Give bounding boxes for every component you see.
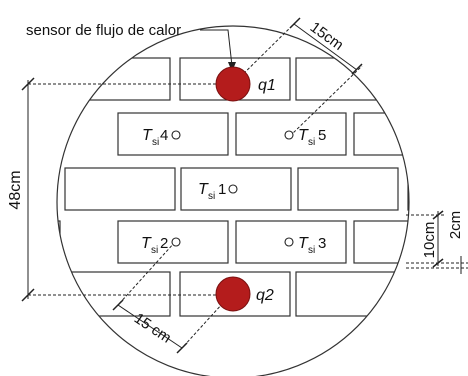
q1-label: q1: [258, 77, 276, 94]
q2-label: q2: [256, 287, 274, 304]
ts3-number: 3: [318, 235, 326, 252]
heat-flux-sensor-q1: [215, 66, 251, 102]
surface-temp-sensor-2: T si 2: [141, 235, 181, 256]
ts1-point: [228, 184, 238, 194]
ts4-number: 4: [160, 127, 168, 144]
dim-10cm-label: 10cm: [421, 222, 438, 259]
ts4-letter: T: [142, 127, 153, 144]
ts3-sub: si: [308, 245, 315, 256]
height-dimension: 48cm: [7, 77, 232, 302]
ts1-sub: si: [208, 191, 215, 202]
ts2-letter: T: [141, 235, 152, 252]
right-dimensions: 10cm 2cm: [406, 210, 468, 274]
surface-temp-sensor-1: T si 1: [198, 181, 238, 202]
ts4-point: [171, 130, 181, 140]
ts3-letter: T: [298, 235, 309, 252]
detail-circle: [56, 25, 410, 376]
heat-flux-sensor-q2: [215, 276, 251, 312]
ts5-point: [284, 130, 294, 140]
heat-flux-sensor-label: sensor de flujo de calor: [26, 22, 181, 39]
ts3-point: [284, 237, 294, 247]
dim-2cm-label: 2cm: [447, 211, 464, 239]
top-dimension-label: 15cm: [307, 19, 347, 54]
ts5-sub: si: [308, 137, 315, 148]
ts5-number: 5: [318, 127, 326, 144]
ts5-letter: T: [298, 127, 309, 144]
ts2-number: 2: [160, 235, 168, 252]
surface-temp-sensor-3: T si 3: [284, 235, 326, 256]
surface-temp-sensor-4: T si 4: [142, 127, 181, 148]
surface-temp-sensor-5: T si 5: [284, 127, 326, 148]
ts4-sub: si: [152, 137, 159, 148]
height-dimension-label: 48cm: [7, 170, 24, 209]
ts1-letter: T: [198, 181, 209, 198]
ts2-point: [171, 237, 181, 247]
ts2-sub: si: [151, 245, 158, 256]
ts1-number: 1: [218, 181, 226, 198]
